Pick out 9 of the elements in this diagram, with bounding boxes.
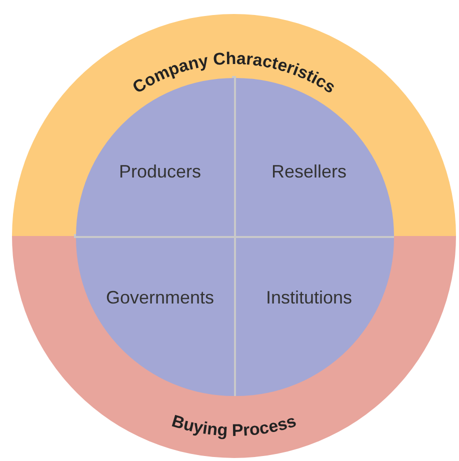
quadrant-segment [236,238,396,398]
semicircle-band [12,14,456,236]
segment-label: Producers [118,162,202,182]
band-title: Buying Process [170,411,298,440]
segment-label: Resellers [271,162,347,182]
quadrant-segment [74,238,234,398]
segment-label: Institutions [266,288,352,308]
semicircle-band [12,236,456,458]
segment-label: Governments [106,288,214,308]
